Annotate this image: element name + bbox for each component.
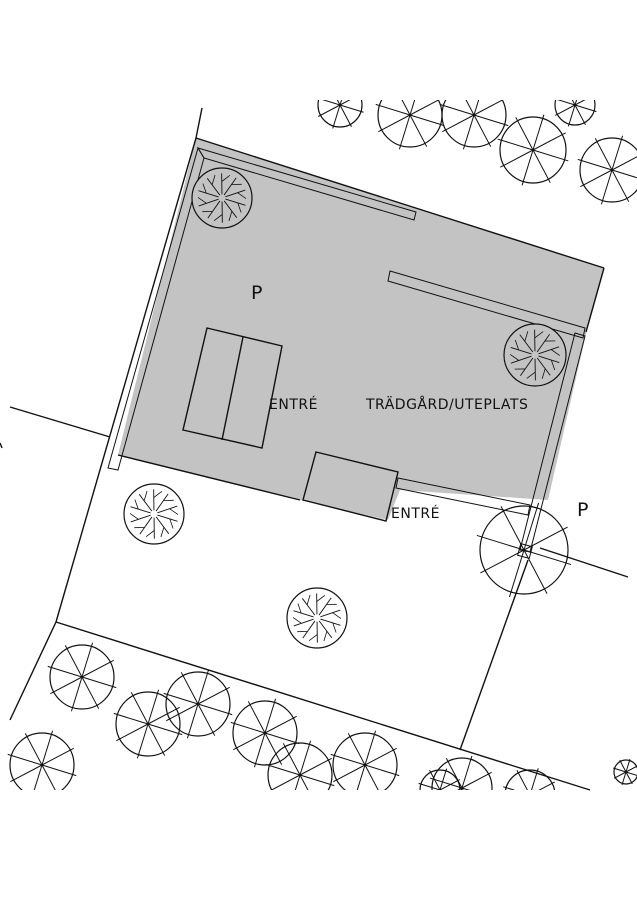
site-lines <box>0 107 629 791</box>
tree-icon <box>286 587 348 649</box>
tree-icon <box>439 100 509 150</box>
tree-icon <box>317 100 364 129</box>
parking-label-main: P <box>251 282 262 304</box>
tree-icon <box>265 740 335 790</box>
tree-icon <box>503 768 556 790</box>
tree-icon <box>163 669 233 739</box>
tree-icon <box>230 698 300 768</box>
entrance-label-main: ENTRÉ <box>269 396 318 413</box>
tree-icon <box>429 755 493 790</box>
entrance-label-secondary: ENTRÉ <box>391 505 440 522</box>
tree-icon <box>7 730 77 790</box>
tree-icon <box>476 502 572 598</box>
tree-icon <box>503 323 567 387</box>
tree-icon <box>577 135 637 205</box>
shaded-garden-area <box>118 138 604 520</box>
tree-icon <box>330 730 400 790</box>
tree-icon <box>497 114 569 186</box>
building-secondary <box>302 451 399 522</box>
tree-icon <box>113 689 183 759</box>
garden-label: TRÄDGÅRD/UTEPLATS <box>365 395 528 413</box>
tree-icon <box>554 100 597 127</box>
tree-icon <box>613 759 637 785</box>
building-main <box>182 327 283 449</box>
parking-label-side: P <box>577 499 588 521</box>
tree-icon <box>47 642 117 712</box>
trees <box>7 100 637 790</box>
tree-icon <box>375 100 445 150</box>
tree-icon <box>123 483 185 545</box>
tree-icon <box>191 167 253 229</box>
